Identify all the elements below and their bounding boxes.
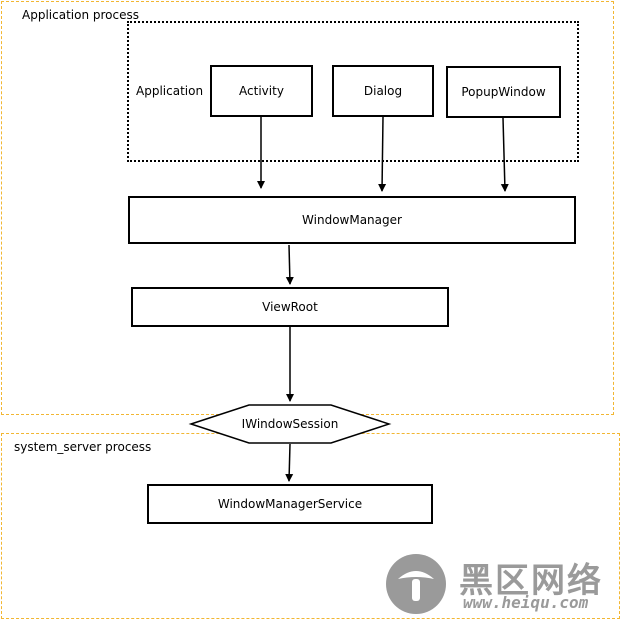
arrow-dialog-to-windowmanager <box>378 116 387 192</box>
application-group-label: Application <box>136 84 204 98</box>
watermark-url: www.heiqu.com <box>463 593 589 612</box>
activity-node: Activity <box>210 65 313 117</box>
arrow-popupwindow-to-windowmanager <box>500 117 509 192</box>
watermark-logo: 黑区网络 www.heiqu.com <box>385 553 617 617</box>
arrow-windowmanager-to-viewroot <box>285 244 294 285</box>
popup-window-node: PopupWindow <box>446 66 561 118</box>
watermark-title: 黑区网络 <box>459 561 603 601</box>
application-process-label: Application process <box>22 8 139 22</box>
window-manager-service-node: WindowManagerService <box>147 484 433 524</box>
arrow-iwindowsession-to-windowmanagerservice <box>285 443 294 482</box>
dialog-node: Dialog <box>332 65 434 117</box>
window-manager-node: WindowManager <box>128 196 576 244</box>
mushroom-logo-icon <box>386 554 446 614</box>
application-group <box>127 21 579 162</box>
iwindow-session-hexagon <box>188 404 392 444</box>
iwindow-session-label: IWindowSession <box>241 417 339 431</box>
view-root-node: ViewRoot <box>131 287 449 327</box>
system-server-process-label: system_server process <box>14 440 152 454</box>
